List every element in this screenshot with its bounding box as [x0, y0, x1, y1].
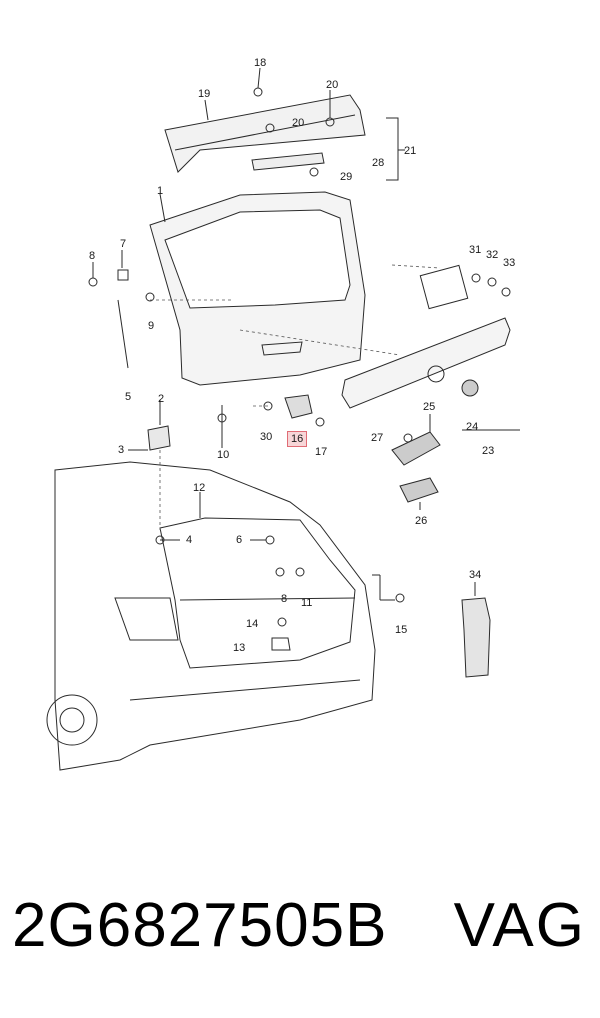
callout-32[interactable]: 32 — [486, 249, 499, 261]
callout-19[interactable]: 19 — [198, 88, 211, 100]
strip-part — [251, 152, 325, 171]
callout-4[interactable]: 4 — [186, 534, 193, 546]
callout-25[interactable]: 25 — [423, 401, 436, 413]
callout-11[interactable]: 11 — [301, 597, 313, 609]
gas-strut-part — [117, 299, 129, 369]
callout-21[interactable]: 21 — [404, 145, 417, 157]
callout-1[interactable]: 1 — [157, 185, 164, 197]
callout-7[interactable]: 7 — [120, 238, 127, 250]
sealant-tube-part — [461, 597, 491, 678]
callout-14[interactable]: 14 — [246, 618, 259, 630]
callout-15[interactable]: 15 — [395, 624, 408, 636]
callout-29[interactable]: 29 — [340, 171, 353, 183]
car-body — [54, 461, 376, 771]
callout-31[interactable]: 31 — [469, 244, 482, 256]
hinge-part — [147, 425, 171, 451]
brand-label: VAG — [453, 891, 586, 960]
callout-5[interactable]: 5 — [125, 391, 132, 403]
callout-33[interactable]: 33 — [503, 257, 516, 269]
callout-3[interactable]: 3 — [118, 444, 125, 456]
callout-20[interactable]: 20 — [326, 79, 339, 91]
lock-part — [391, 431, 441, 466]
part-number: 2G6827505B — [12, 891, 388, 960]
callout-2[interactable]: 2 — [158, 393, 165, 405]
trim-panel-part — [341, 317, 511, 409]
callout-23[interactable]: 23 — [482, 445, 495, 457]
footer: 2G6827505B VAG — [0, 890, 600, 980]
tailgate-opening-seal — [159, 517, 356, 669]
spoiler-part — [164, 94, 366, 173]
callout-6[interactable]: 6 — [236, 534, 243, 546]
parts-diagram — [46, 67, 520, 771]
callout-27[interactable]: 27 — [371, 432, 384, 444]
handle-part — [284, 394, 313, 419]
callout-17[interactable]: 17 — [315, 446, 328, 458]
callout-8[interactable]: 8 — [281, 593, 288, 605]
callout-30[interactable]: 30 — [260, 431, 273, 443]
callout-9[interactable]: 9 — [148, 320, 155, 332]
callout-12[interactable]: 12 — [193, 482, 206, 494]
callout-13[interactable]: 13 — [233, 642, 246, 654]
callout-24[interactable]: 24 — [466, 421, 479, 433]
callout-34[interactable]: 34 — [469, 569, 482, 581]
callout-10[interactable]: 10 — [217, 449, 230, 461]
callout-8[interactable]: 8 — [89, 250, 96, 262]
callout-28[interactable]: 28 — [372, 157, 385, 169]
callout-16-highlighted[interactable]: 16 — [287, 431, 308, 447]
switch-part — [399, 477, 439, 503]
callout-26[interactable]: 26 — [415, 515, 428, 527]
callout-20[interactable]: 20 — [292, 117, 305, 129]
callout-18[interactable]: 18 — [254, 57, 267, 69]
